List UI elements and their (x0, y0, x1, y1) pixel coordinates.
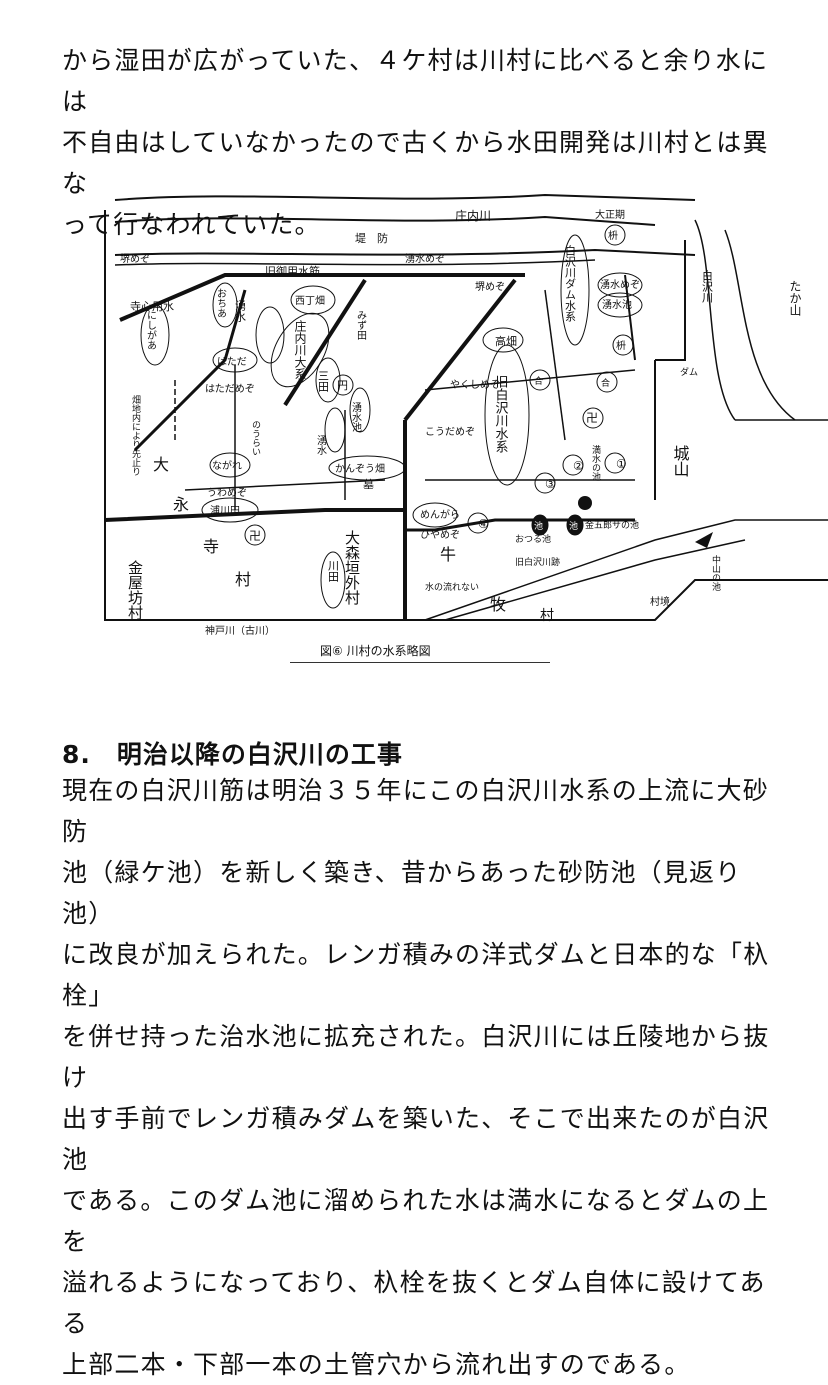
label-otsuru-pond: おつる池 (515, 533, 551, 545)
shonai-river-line (114, 193, 696, 201)
label-no-flow: 水の流れない (425, 581, 479, 593)
label-mizuta: みず田 (355, 310, 367, 340)
label-shonai-system: 庄内川大系 (293, 319, 307, 380)
label-num-3: ③ (545, 477, 556, 491)
label-spring-2: 湧水 (315, 435, 327, 455)
label-village: 村 (540, 608, 554, 624)
label-jishin-canal: 寺心用水 (130, 300, 174, 313)
label-nakayama-pond: 中山の池 (710, 554, 721, 591)
label-nishicho-field: 西丁畑 (295, 294, 325, 307)
label-kanbe-river: 神戸川（古川） (205, 624, 275, 637)
label-dam: ダム (680, 366, 698, 378)
label-old-river-trace: 旧白沢川跡 (515, 556, 560, 568)
water-system-map: 庄内川 堤 防 大正期 枡 枡 旧御用水筋 堺めぞ 湧水めぞ 湧水めぞ 湧水池 … (104, 193, 828, 658)
label-village-border: 村境 (650, 595, 670, 608)
label-confluence-1: 合 (534, 375, 543, 387)
label-kanaya-village: 金屋坊村 (126, 560, 144, 620)
label-kouda-ditch: こうだめぞ (425, 426, 475, 438)
label-takahata: 高畑 (495, 334, 517, 348)
label-mura: 村 (235, 570, 251, 589)
label-confluence-2: 合 (601, 377, 610, 389)
label-spring: 湧水 (234, 300, 247, 322)
label-spring-pond-2: 湧水池 (350, 402, 362, 432)
label-spring-ditch: 湧水めぞ (405, 253, 445, 265)
figure-caption: 図⑥ 川村の水系略図 (320, 643, 431, 658)
label-masu-1: 枡 (608, 229, 618, 242)
label-ochiai: おちあ (215, 288, 226, 318)
temple-mark-1: 卍 (586, 411, 598, 425)
label-spring-pond: 湧水池 (602, 298, 632, 311)
label-num-2: ② (573, 459, 584, 473)
label-spring-ditch-2: 湧水めぞ (600, 279, 640, 291)
label-ei: 永 (173, 495, 189, 514)
label-shonai-river: 庄内川 (455, 208, 491, 223)
label-ushi: 牛 (440, 545, 456, 564)
label-pond-2: 池 (569, 520, 578, 532)
label-ji: 寺 (203, 537, 219, 556)
label-nagare: ながれ (212, 459, 242, 472)
label-old-shirasawa-system: 旧白沢川水系 (493, 375, 509, 453)
label-sakaimeizo-2: 堺めぞ (475, 281, 505, 293)
label-full-pond: 満水の池 (590, 445, 601, 481)
label-kawada: 川田 (327, 560, 340, 582)
label-yakushi-ditch: やくしめぞ (450, 379, 500, 391)
label-o: 大 (153, 455, 169, 474)
label-old-canal: 旧御用水筋 (265, 264, 320, 278)
label-grave: 墓 (363, 478, 374, 491)
label-kingorou-pond: 金五郎サの池 (585, 519, 639, 531)
label-sakaimeizo: 堺めぞ (120, 253, 150, 265)
label-hatada: はただ (217, 356, 247, 368)
label-shiroyama: 城山 (671, 445, 690, 477)
label-num-4: ④ (478, 517, 489, 531)
temple-mark-2: 卍 (249, 529, 261, 543)
label-nishigaa: にしがあ (145, 310, 157, 350)
label-maki: 牧 (490, 595, 506, 614)
label-pond-1: 池 (534, 520, 543, 532)
label-taisho-era: 大正期 (595, 208, 625, 221)
label-hatada-ditch: はただめぞ (205, 383, 255, 395)
label-takayama: たか山 (788, 280, 802, 316)
label-mengara: めんがら (420, 508, 460, 521)
label-mita: 三田 (317, 370, 330, 392)
label-oomori-village: 大森垣外村 (343, 530, 361, 605)
body-paragraph: 現在の白沢川筋は明治３５年にこの白沢川水系の上流に大砂防 池（緑ケ池）を新しく築… (62, 776, 770, 1379)
label-hiya-ditch: ひやめぞ (420, 529, 460, 541)
label-dam-system: 白沢川ダム水系 (564, 244, 577, 322)
caption-underline (290, 662, 550, 663)
label-nourai: のうらい (250, 420, 261, 456)
label-urakawada: 浦川田 (210, 504, 240, 517)
label-kanzou-field: かんぞう畑 (335, 462, 385, 475)
label-masu-2: 枡 (616, 339, 626, 352)
label-uwa-ditch: うわめぞ (207, 487, 247, 499)
label-embankment: 堤 防 (355, 231, 388, 245)
label-field-note: 畑地内により先止り (130, 394, 141, 476)
label-en: 円 (337, 379, 348, 392)
label-shirasawa-river: 白沢川 (701, 269, 714, 303)
label-num-1: ① (616, 457, 627, 471)
section-heading: 8. 明治以降の白沢川の工事 (62, 740, 403, 769)
